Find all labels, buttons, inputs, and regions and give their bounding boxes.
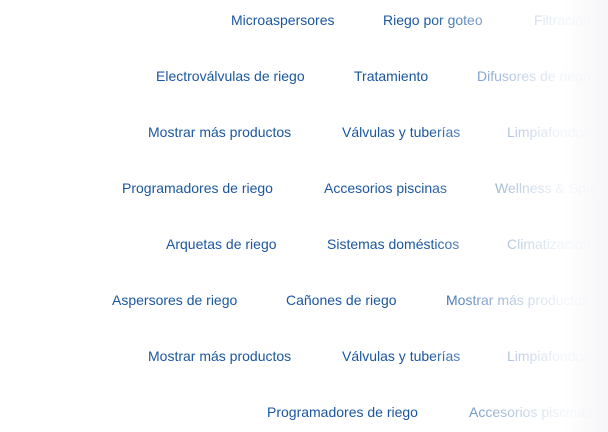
category-link-limpiafondos[interactable]: Limpiafondos	[507, 124, 591, 140]
category-link-microaspersores[interactable]: Microaspersores	[231, 12, 335, 28]
category-row-7: Mostrar más productos Válvulas y tubería…	[0, 344, 608, 368]
category-link-accesorios-piscinas[interactable]: Accesorios piscinas	[324, 180, 447, 196]
category-link-arquetas[interactable]: Arquetas de riego	[166, 236, 277, 252]
category-link-sistemas-domesticos[interactable]: Sistemas domésticos	[327, 236, 460, 252]
category-row-2: Electroválvulas de riego Tratamiento Dif…	[0, 64, 608, 88]
category-link-limpiafondos[interactable]: Limpiafondos	[507, 348, 591, 364]
show-more-products-link[interactable]: Mostrar más productos	[148, 124, 292, 140]
category-link-programadores[interactable]: Programadores de riego	[122, 180, 273, 196]
category-link-wellness-spa[interactable]: Wellness & Spa	[495, 180, 594, 196]
show-more-products-link[interactable]: Mostrar más productos	[446, 292, 590, 308]
category-row-6: Aspersores de riego Cañones de riego Mos…	[0, 288, 608, 312]
category-row-4: Programadores de riego Accesorios piscin…	[0, 176, 608, 200]
category-row-8: Programadores de riego Accesorios piscin…	[0, 400, 608, 424]
category-link-electrovalvulas[interactable]: Electroválvulas de riego	[156, 68, 305, 84]
category-row-3: Mostrar más productos Válvulas y tubería…	[0, 120, 608, 144]
category-link-canones[interactable]: Cañones de riego	[286, 292, 397, 308]
category-link-accesorios-piscinas[interactable]: Accesorios piscinas	[469, 404, 592, 420]
category-link-difusores[interactable]: Difusores de riego	[477, 68, 591, 84]
category-link-programadores[interactable]: Programadores de riego	[267, 404, 418, 420]
category-row-5: Arquetas de riego Sistemas domésticos Cl…	[0, 232, 608, 256]
category-link-valvulas-tuberias[interactable]: Válvulas y tuberías	[342, 348, 461, 364]
category-row-1: Microaspersores Riego por goteo Filtraci…	[0, 8, 608, 32]
category-link-tratamiento[interactable]: Tratamiento	[354, 68, 429, 84]
category-link-filtracion[interactable]: Filtración	[534, 12, 591, 28]
category-link-riego-por-goteo[interactable]: Riego por goteo	[383, 12, 483, 28]
category-link-aspersores[interactable]: Aspersores de riego	[112, 292, 238, 308]
category-link-climatizacion[interactable]: Climatización	[507, 236, 591, 252]
show-more-products-link[interactable]: Mostrar más productos	[148, 348, 292, 364]
category-link-valvulas-tuberias[interactable]: Válvulas y tuberías	[342, 124, 461, 140]
